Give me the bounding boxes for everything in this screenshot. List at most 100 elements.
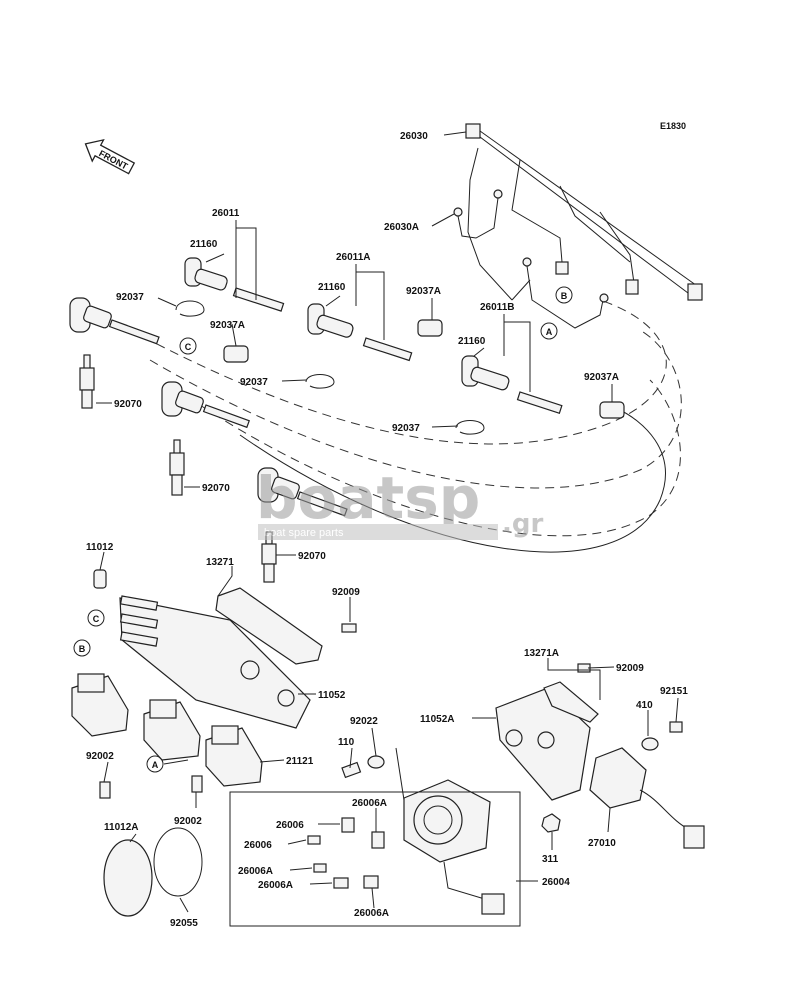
callout-a-2: A (146, 755, 164, 773)
ignition-coil-1 (71, 673, 129, 737)
svg-text:A: A (152, 760, 159, 770)
label-92037-1: 92037 (116, 292, 144, 303)
label-92037-2: 92037 (240, 377, 268, 388)
label-11052A: 11052A (420, 714, 454, 725)
bolt-110 (341, 761, 362, 779)
label-26006-2: 26006 (244, 840, 272, 851)
fuse-1 (341, 817, 355, 833)
label-92070-3: 92070 (298, 551, 326, 562)
svg-text:B: B (79, 644, 86, 654)
label-92037A-2: 92037A (406, 286, 441, 297)
callout-b-1: B (555, 286, 573, 304)
cap-lead-2 (307, 303, 413, 362)
label-26011A: 26011A (336, 252, 370, 263)
watermark: boatsp .gr boat spare parts (256, 464, 543, 540)
clip-3 (599, 401, 625, 419)
meter-26004 (403, 779, 505, 915)
bolt-92002-2 (191, 775, 203, 793)
label-11012A: 11012A (104, 822, 138, 833)
part-labels: 26030 26030A 26011 21160 26011A 21160 92… (86, 131, 688, 929)
label-92037-3: 92037 (392, 423, 420, 434)
relay-27010 (589, 747, 705, 849)
label-13271: 13271 (206, 557, 234, 568)
label-11052: 11052 (318, 690, 346, 701)
fuse-4 (313, 863, 327, 873)
label-11012: 11012 (86, 542, 114, 553)
label-26006-1: 26006 (276, 820, 304, 831)
cap-11012A (103, 839, 153, 917)
callout-c-2: C (87, 609, 105, 627)
label-26006A-2: 26006A (238, 866, 273, 877)
label-26030: 26030 (400, 131, 428, 142)
clip-2 (417, 319, 443, 337)
label-92070-2: 92070 (202, 483, 230, 494)
coil-bolt (93, 569, 107, 589)
svg-text:C: C (93, 614, 100, 624)
screw-92151 (669, 721, 683, 733)
screw-92009-1 (341, 623, 357, 633)
label-26004: 26004 (542, 877, 570, 888)
main-harness (453, 123, 703, 329)
svg-text:C: C (185, 342, 192, 352)
bolt-92002-1 (99, 781, 111, 799)
label-92037A-1: 92037A (210, 320, 245, 331)
plug-cap-1 (69, 297, 160, 345)
ignition-coil-2 (143, 699, 201, 761)
label-92002-2: 92002 (174, 816, 202, 827)
nut-311 (541, 813, 561, 833)
washer-410 (641, 737, 659, 751)
label-92070-1: 92070 (114, 399, 142, 410)
fuse-kit-box (229, 791, 521, 927)
label-26011B: 26011B (480, 302, 514, 313)
callout-a-1: A (540, 322, 558, 340)
callout-c-1: C (179, 337, 197, 355)
front-arrow-icon: FRONT (84, 138, 136, 175)
ignition-coil-3 (205, 725, 263, 787)
clamp-2 (305, 374, 335, 389)
label-21160-1: 21160 (190, 239, 218, 250)
watermark-tld: .gr (502, 509, 543, 539)
callout-b-2: B (73, 639, 91, 657)
label-27010: 27010 (588, 838, 616, 849)
label-26030A: 26030A (384, 222, 419, 233)
svg-text:B: B (561, 291, 568, 301)
watermark-tagline: boat spare parts (264, 527, 344, 539)
label-26006A-4: 26006A (354, 908, 389, 919)
label-26011: 26011 (212, 208, 240, 219)
clamp-3 (455, 420, 485, 435)
fuse-5 (333, 877, 349, 889)
plate-13271A (543, 681, 599, 723)
lead-routing (129, 299, 682, 553)
cap-lead-1 (184, 257, 285, 312)
diagram-code: E1830 (660, 121, 686, 131)
washer-92022 (367, 755, 385, 769)
fuse-2 (307, 835, 321, 845)
label-92022: 92022 (350, 716, 378, 727)
coil-bracket (119, 595, 311, 729)
label-13271A: 13271A (524, 648, 559, 659)
spark-plug-2 (169, 439, 185, 496)
label-21121: 21121 (286, 756, 314, 767)
coil-plate (215, 587, 323, 665)
fuse-3 (371, 831, 385, 849)
spark-plug-1 (79, 354, 95, 409)
label-26006A-3: 26006A (258, 880, 293, 891)
label-110: 110 (338, 737, 355, 748)
label-21160-3: 21160 (458, 336, 486, 347)
label-21160-2: 21160 (318, 282, 346, 293)
label-92055: 92055 (170, 918, 198, 929)
fuse-6 (363, 875, 379, 889)
label-26006A-1: 26006A (352, 798, 387, 809)
leader-lines (96, 131, 679, 913)
label-92009-2: 92009 (616, 663, 644, 674)
plug-cap-2 (161, 381, 250, 429)
label-92009-1: 92009 (332, 587, 360, 598)
label-410: 410 (636, 700, 653, 711)
o-ring-92055 (153, 827, 203, 897)
label-92002-1: 92002 (86, 751, 114, 762)
svg-text:A: A (546, 327, 553, 337)
clip-1 (223, 345, 249, 363)
cap-lead-3 (461, 355, 563, 414)
watermark-brand: boatsp (256, 464, 480, 532)
